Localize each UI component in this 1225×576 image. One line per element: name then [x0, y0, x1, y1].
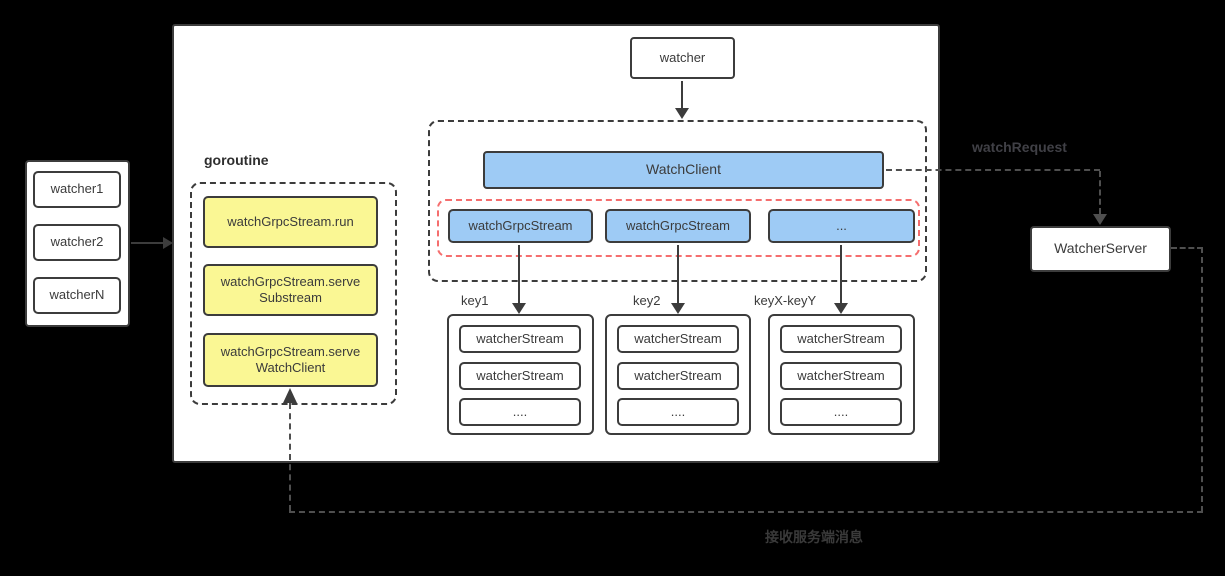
arrow-stream2-line	[677, 245, 679, 304]
goroutine-section-title: goroutine	[204, 152, 269, 168]
node-watcher1: watcher1	[33, 171, 121, 208]
key1-watcherstream-2-label: watcherStream	[476, 367, 564, 383]
node-serve-substream: watchGrpcStream.serve Substream	[203, 264, 378, 316]
keyx-watcherstream-1: watcherStream	[780, 325, 902, 353]
arrow-stream3-head	[834, 303, 848, 314]
key2-watcherstream-2: watcherStream	[617, 362, 739, 390]
node-watcherserver: WatcherServer	[1030, 226, 1171, 272]
node-serve-substream-label: watchGrpcStream.serve Substream	[220, 273, 361, 305]
keyx-watcherstream-2-label: watcherStream	[797, 367, 885, 383]
key2-more-row: ....	[617, 398, 739, 426]
node-watcherN: watcherN	[33, 277, 121, 314]
arrow-watchers-to-main-head	[163, 237, 173, 249]
node-watchgrpcstream-run-label: watchGrpcStream.run	[227, 213, 354, 229]
node-grpcstream-2-label: watchGrpcStream	[625, 217, 731, 233]
watchrequest-arrow-head	[1093, 214, 1107, 225]
goroutine-dashed-box	[190, 182, 397, 405]
node-watcher-label: watcher	[659, 49, 706, 65]
node-watcher: watcher	[630, 37, 735, 79]
return-path-left-vertical	[289, 403, 291, 511]
node-grpcstream-1-label: watchGrpcStream	[468, 217, 573, 233]
key1-label: key1	[461, 293, 489, 308]
return-path-top-horizontal	[1171, 247, 1203, 249]
return-path-right-vertical	[1201, 247, 1203, 512]
arrow-watchers-to-main-line	[131, 242, 163, 244]
watchrequest-path-horizontal	[886, 169, 1100, 171]
keyx-more-row-label: ....	[833, 403, 849, 419]
keyx-watcherstream-1-label: watcherStream	[797, 330, 885, 346]
key2-more-row-label: ....	[670, 403, 686, 419]
watchrequest-label: watchRequest	[972, 139, 1067, 155]
node-watchgrpcstream-run: watchGrpcStream.run	[203, 196, 378, 248]
key1-more-row-label: ....	[512, 403, 528, 419]
watchrequest-path-vertical	[1099, 171, 1101, 214]
key2-watcherstream-1-label: watcherStream	[634, 330, 722, 346]
keyx-more-row: ....	[780, 398, 902, 426]
arrow-stream1-line	[518, 245, 520, 304]
node-grpcstream-2: watchGrpcStream	[605, 209, 751, 243]
arrow-stream3-line	[840, 245, 842, 304]
node-serve-watchclient-label: watchGrpcStream.serve WatchClient	[220, 343, 361, 375]
node-watchclient: WatchClient	[483, 151, 884, 189]
return-path-arrow-head	[283, 388, 297, 403]
key1-more-row: ....	[459, 398, 581, 426]
key2-label: key2	[633, 293, 661, 308]
arrow-watcher-down-line	[681, 81, 683, 108]
keyx-watcherstream-2: watcherStream	[780, 362, 902, 390]
node-watcher1-label: watcher1	[50, 181, 104, 197]
node-grpcstream-1: watchGrpcStream	[448, 209, 593, 243]
key1-watcherstream-1-label: watcherStream	[476, 330, 564, 346]
return-path-bottom-horizontal	[289, 511, 1203, 513]
key1-watcherstream-1: watcherStream	[459, 325, 581, 353]
key2-watcherstream-1: watcherStream	[617, 325, 739, 353]
node-watchclient-label: WatchClient	[646, 161, 721, 178]
key1-watcherstream-2: watcherStream	[459, 362, 581, 390]
key2-watcherstream-2-label: watcherStream	[634, 367, 722, 383]
node-watcher2: watcher2	[33, 224, 121, 261]
arrow-watcher-down-head	[675, 108, 689, 119]
node-watcherserver-label: WatcherServer	[1054, 240, 1147, 257]
node-watcher2-label: watcher2	[50, 234, 104, 250]
receive-server-message-caption: 接收服务端消息	[765, 529, 863, 545]
node-watcherN-label: watcherN	[49, 287, 105, 303]
keyx-keyy-label: keyX-keyY	[754, 293, 817, 308]
node-grpcstream-ellipsis-label: ...	[836, 217, 847, 233]
arrow-stream2-head	[671, 303, 685, 314]
arrow-stream1-head	[512, 303, 526, 314]
node-serve-watchclient: watchGrpcStream.serve WatchClient	[203, 333, 378, 387]
node-grpcstream-ellipsis: ...	[768, 209, 915, 243]
